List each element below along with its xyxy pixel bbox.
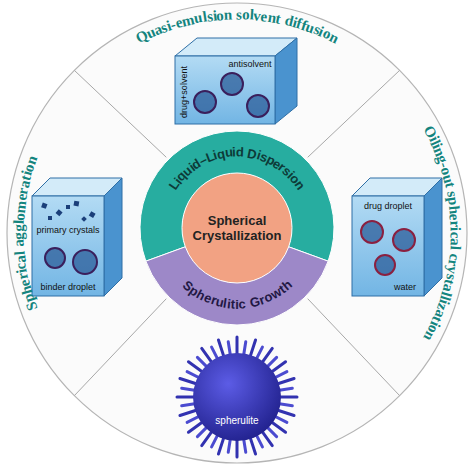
arc-letter: i	[447, 227, 462, 231]
arc-letter: e	[447, 213, 462, 221]
figure-label: antisolvent	[228, 59, 271, 69]
arc-letter: r	[447, 220, 462, 227]
arc-letter: a	[447, 238, 462, 246]
cube-illustration	[32, 178, 122, 296]
arc-letter: g	[11, 224, 26, 232]
arc-letter: a	[12, 239, 27, 247]
arc-letter: t	[231, 297, 236, 310]
method-panel: spherulite	[175, 335, 299, 459]
arc-letter: n	[224, 8, 233, 23]
arc-letter: i	[232, 145, 236, 158]
figure-label: drug droplet	[364, 201, 412, 211]
arc-letter	[12, 246, 27, 251]
outer-circle	[7, 3, 467, 463]
arc-title: Spherulitic Growth	[178, 276, 297, 314]
arc-letter: l	[447, 245, 462, 250]
center-title: Spherical Crystallization	[188, 213, 286, 243]
arc-letter: u	[224, 146, 233, 160]
arc-letter: c	[238, 297, 246, 310]
center-circle: Spherical Crystallization	[182, 173, 292, 283]
method-panel: Spherical agglomerationprimary crystalsb…	[32, 178, 122, 296]
arc-letter	[232, 7, 236, 22]
ring-band	[146, 247, 328, 325]
arc-letter: c	[447, 231, 462, 238]
arc-title: Oiling-out spherical crystallization	[418, 120, 466, 347]
method-panel: Quasi-emulsion solvent diffusionantisolv…	[175, 38, 297, 124]
arc-letter: t	[442, 181, 458, 189]
arc-title: Quasi-emulsion solvent diffusion	[130, 4, 345, 49]
method-panel: Oiling-out spherical crystallizationdrug…	[352, 178, 442, 296]
spherulite-core	[193, 353, 281, 441]
arc-letter: h	[446, 205, 462, 215]
cube-illustration	[175, 38, 297, 124]
figure-label: primary crystals	[36, 225, 99, 235]
arc-letter: o	[242, 8, 250, 23]
arc-title: Liquid–Liquid Dispersion	[164, 142, 309, 195]
figure-label: binder droplet	[40, 282, 95, 292]
arc-letter: t	[275, 11, 283, 27]
figure-label: spherulite	[215, 415, 258, 426]
figure-label: drug+solvent	[179, 66, 189, 118]
arc-letter: m	[12, 199, 28, 213]
spherulite-spikes	[177, 337, 297, 457]
cube-illustration	[352, 178, 442, 296]
center-disc	[182, 173, 292, 283]
arc-letter: g	[11, 232, 26, 240]
arc-letter: d	[236, 145, 244, 158]
arc-letter: o	[216, 8, 225, 24]
arc-letter: s	[236, 7, 242, 22]
figure-label: water	[394, 282, 416, 292]
ring-band	[140, 131, 334, 261]
